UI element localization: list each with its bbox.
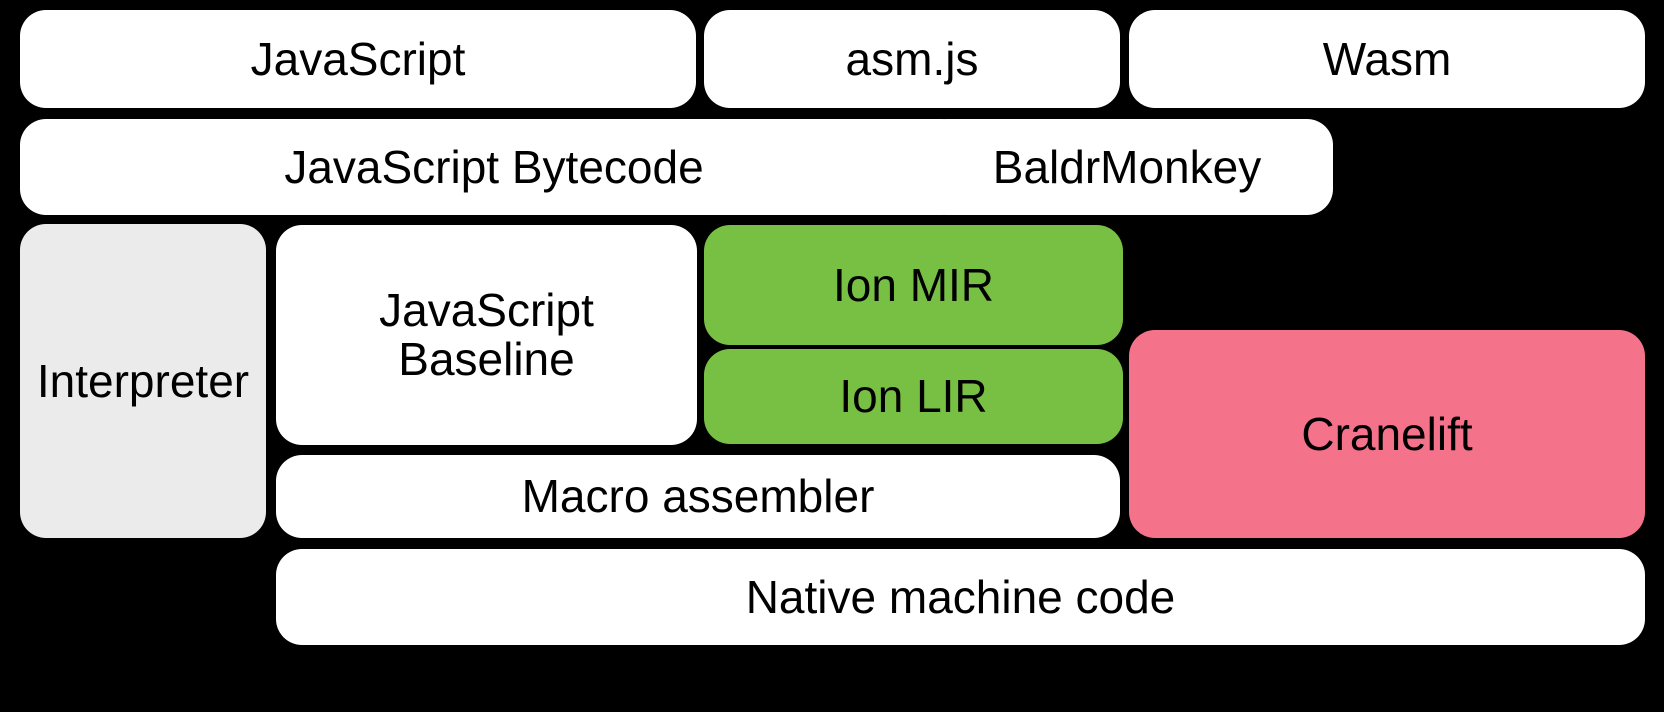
node-macro-assembler[interactable]: Macro assembler	[276, 455, 1120, 538]
node-label: Native machine code	[745, 570, 1176, 623]
node-ion-lir[interactable]: Ion LIR	[704, 349, 1123, 444]
node-baldrmonkey[interactable]: BaldrMonkey	[921, 119, 1333, 215]
node-label: JavaScript Bytecode	[284, 140, 704, 193]
node-label: BaldrMonkey	[992, 140, 1262, 193]
node-label: Macro assembler	[521, 470, 875, 523]
node-label: JavaScript Baseline	[379, 284, 594, 385]
node-asm-js[interactable]: asm.js	[704, 10, 1120, 108]
node-javascript-bytecode[interactable]: JavaScript Bytecode	[20, 119, 968, 215]
node-javascript-baseline[interactable]: JavaScript Baseline	[276, 225, 697, 445]
node-label: Interpreter	[36, 354, 250, 407]
node-ion-mir[interactable]: Ion MIR	[704, 225, 1123, 345]
node-label: Wasm	[1322, 32, 1452, 85]
node-cranelift[interactable]: Cranelift	[1129, 330, 1645, 538]
node-label: asm.js	[845, 32, 979, 85]
node-javascript[interactable]: JavaScript	[20, 10, 696, 108]
node-native-machine-code[interactable]: Native machine code	[276, 549, 1645, 645]
node-label: Cranelift	[1301, 407, 1473, 460]
node-label: JavaScript	[250, 32, 466, 85]
node-interpreter[interactable]: Interpreter	[20, 224, 266, 538]
node-label: Ion MIR	[832, 258, 995, 311]
node-wasm[interactable]: Wasm	[1129, 10, 1645, 108]
node-label: Ion LIR	[839, 370, 988, 423]
